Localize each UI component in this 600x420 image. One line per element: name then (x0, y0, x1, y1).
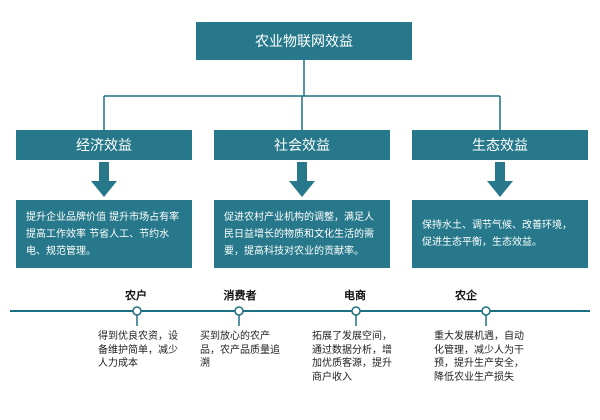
benefit-text: 促进农村产业机构的调整，满足人民日益增长的物质和文化生活的需要，提高科技对农业的… (224, 211, 374, 257)
root-title: 农业物联网效益 (255, 34, 353, 50)
stakeholder-label-consumer: 消费者 (223, 289, 257, 302)
benefit-text: 提升企业品牌价值 提升市场占有率 提高工作效率 节省人工、节约水电、规范管理。 (26, 211, 180, 257)
down-arrows (91, 162, 513, 197)
arrow-down-icon (289, 162, 315, 197)
stakeholder-label-ecommerce: 电商 (344, 289, 366, 302)
stakeholder-label-farmer: 农户 (125, 289, 147, 302)
benefit-body-ecological: 保持水土、调节气候、改善环境，促进生态平衡，生态效益。 (412, 200, 588, 268)
stakeholder-desc-enterprise: 重大发展机遇，自动化管理，减少人为干预，提升生产安全，降低农业生产损失 (434, 331, 524, 383)
benefit-body-social: 促进农村产业机构的调整，满足人民日益增长的物质和文化生活的需要，提高科技对农业的… (214, 200, 390, 268)
benefit-title: 生态效益 (472, 138, 528, 154)
timeline-node (481, 306, 491, 316)
stakeholder-desc-ecommerce: 拓展了发展空间，通过数据分析，增加优质客源，提升商户收入 (312, 331, 392, 383)
benefit-body-economic: 提升企业品牌价值 提升市场占有率 提高工作效率 节省人工、节约水电、规范管理。 (16, 200, 192, 268)
stakeholder-desc-farmer: 得到优良农资，设备维护简单，减少人力成本 (98, 331, 178, 369)
benefit-head-ecological: 生态效益 (412, 130, 588, 160)
timeline-node (351, 306, 361, 316)
benefit-head-social: 社会效益 (214, 130, 390, 160)
benefit-title: 社会效益 (274, 138, 330, 154)
stakeholder-desc-consumer: 买到放心的农产品，农产品质量追溯 (200, 331, 280, 369)
arrow-down-icon (487, 162, 513, 197)
timeline-markers (132, 306, 491, 326)
benefit-text: 保持水土、调节气候、改善环境，促进生态平衡，生态效益。 (422, 220, 572, 248)
stakeholder-label-enterprise: 农企 (455, 289, 477, 302)
arrow-down-icon (91, 162, 117, 197)
benefit-head-economic: 经济效益 (16, 130, 192, 160)
timeline-node (132, 306, 142, 316)
root-title-box: 农业物联网效益 (196, 22, 412, 60)
timeline-node (234, 306, 244, 316)
benefit-title: 经济效益 (76, 138, 132, 154)
tree-connectors (103, 60, 501, 130)
